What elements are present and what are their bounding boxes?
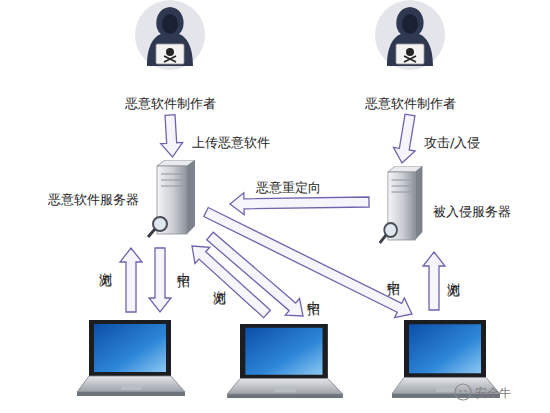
drive-slot — [392, 185, 412, 186]
edge-label: 浏览 — [98, 262, 113, 266]
hollow-arrow — [207, 232, 303, 316]
watermark-icon — [454, 383, 472, 401]
hollow-arrow — [423, 252, 445, 310]
crossbones-symbol — [404, 56, 416, 62]
laptop-icon — [225, 322, 345, 400]
edge-label: 攻击/入侵 — [424, 135, 480, 150]
node-label: 恶意软件服务器 — [41, 192, 139, 208]
laptop-touchpad — [274, 388, 295, 392]
laptop-keyboard — [77, 376, 185, 392]
hollow-arrow — [393, 114, 415, 163]
drive-slot — [161, 179, 183, 180]
laptop-touchpad — [436, 388, 456, 392]
laptop-bezel — [89, 320, 171, 376]
hollow-arrow — [204, 208, 412, 318]
laptop-bezel — [240, 324, 328, 379]
edge-label: 浏览 — [446, 272, 461, 276]
drive-slot — [161, 185, 183, 186]
magnifier-symbol — [384, 223, 397, 237]
skull-symbol — [166, 48, 174, 56]
hacker-node: 恶意软件制作者 — [375, 0, 445, 70]
laptop-lid — [396, 44, 424, 64]
server-icon — [145, 160, 200, 240]
hood-face — [402, 14, 418, 34]
hacker-node: 恶意软件制作者 — [135, 0, 205, 70]
hollow-arrow — [149, 248, 171, 312]
edge-label: 中招 — [176, 262, 191, 266]
node-label: 被入侵服务器 — [433, 204, 523, 220]
hood-face — [162, 14, 178, 34]
server-side — [415, 166, 422, 240]
hollow-arrow — [230, 193, 369, 215]
laptop-node — [225, 322, 345, 400]
laptop-bezel — [404, 320, 486, 377]
server-icon — [377, 166, 427, 246]
magnifier-handle — [380, 235, 386, 243]
drive-slot — [392, 179, 412, 180]
skull-symbol — [406, 48, 414, 56]
server-node: 被入侵服务器 — [377, 166, 427, 246]
laptop-icon — [75, 318, 187, 398]
icon-backdrop — [135, 0, 205, 70]
laptop-edge — [227, 394, 343, 398]
laptop-node — [75, 318, 187, 398]
server-node: 恶意软件服务器 — [145, 160, 200, 240]
laptop-edge — [77, 392, 185, 396]
laptop-screen — [94, 324, 166, 372]
magnifier-symbol — [153, 217, 167, 231]
watermark: 安全牛 — [475, 385, 511, 402]
magnifier-handle — [148, 229, 155, 237]
edge-label: 恶意重定向 — [256, 180, 321, 195]
laptop-keyboard — [227, 379, 343, 395]
laptop-screen — [409, 324, 481, 373]
edge-label: 浏览 — [212, 280, 227, 284]
node-label: 恶意软件制作者 — [345, 96, 475, 112]
hooded-figure — [147, 7, 193, 66]
hooded-figure — [387, 7, 433, 66]
hollow-arrow — [161, 115, 183, 157]
laptop-touchpad — [121, 386, 141, 390]
edge-label: 中招 — [386, 270, 401, 274]
hacker-icon — [135, 0, 205, 70]
hacker-icon — [375, 0, 445, 70]
server-side — [187, 160, 195, 234]
icon-backdrop — [375, 0, 445, 70]
laptop-screen — [245, 328, 322, 375]
crossbones-symbol — [164, 56, 176, 62]
node-label: 恶意软件制作者 — [105, 96, 235, 112]
edge-label: 上传恶意软件 — [192, 135, 270, 150]
laptop-lid — [156, 44, 184, 64]
drive-slot — [161, 173, 183, 174]
drive-slot — [392, 191, 412, 192]
hollow-arrow — [120, 248, 142, 312]
edge-label: 中招 — [306, 290, 321, 294]
